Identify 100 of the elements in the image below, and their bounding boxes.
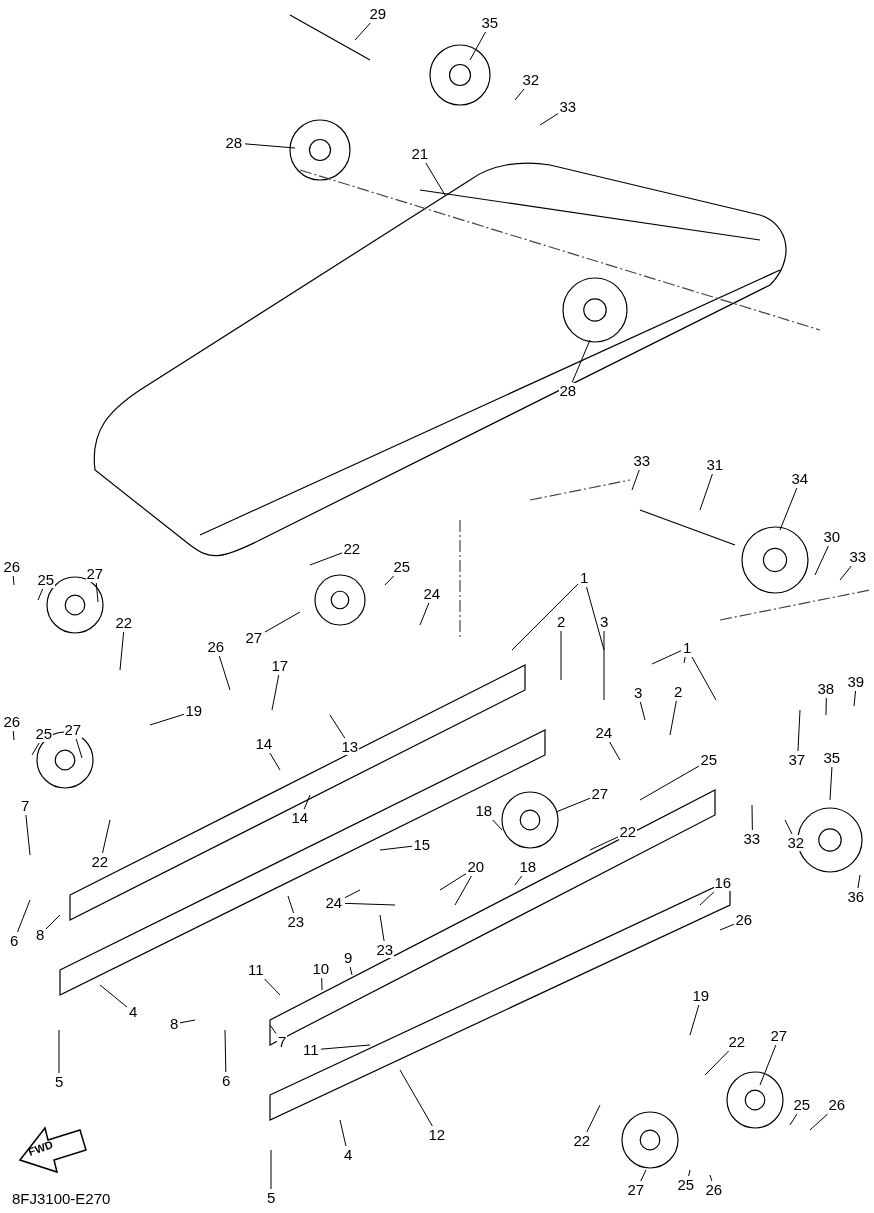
callout-number: 30 xyxy=(822,529,842,545)
callout-number: 27 xyxy=(626,1182,646,1198)
callout-number: 25 xyxy=(699,752,719,768)
callout-number: 22 xyxy=(90,854,110,870)
leader-line xyxy=(539,113,559,126)
leader-line xyxy=(719,923,735,931)
leader-line xyxy=(751,804,753,831)
callout-number: 4 xyxy=(128,1004,139,1020)
callout-number: 9 xyxy=(343,950,354,966)
leader-line xyxy=(829,766,833,801)
leader-line xyxy=(329,714,346,739)
callout-number: 16 xyxy=(713,875,733,891)
leader-line xyxy=(25,814,31,856)
callout-number: 37 xyxy=(787,752,807,768)
leader-line xyxy=(264,978,281,996)
leader-line xyxy=(639,765,700,801)
leader-line xyxy=(344,902,396,906)
leader-line xyxy=(12,730,15,741)
callout-number: 27 xyxy=(769,1028,789,1044)
leader-line xyxy=(31,742,40,756)
leader-line xyxy=(58,1029,60,1074)
leader-line xyxy=(354,22,371,41)
callout-number: 24 xyxy=(324,895,344,911)
leader-line xyxy=(321,977,323,991)
callout-number: 12 xyxy=(427,1127,447,1143)
callout-number: 32 xyxy=(521,72,541,88)
callout-number: 24 xyxy=(594,725,614,741)
callout-number: 1 xyxy=(682,640,693,656)
callout-number: 32 xyxy=(786,835,806,851)
leader-line xyxy=(344,889,361,899)
callout-number: 38 xyxy=(816,681,836,697)
leader-line xyxy=(809,1113,829,1131)
callout-number: 3 xyxy=(599,614,610,630)
fwd-label: FWD xyxy=(26,1138,55,1158)
leader-line xyxy=(571,339,591,383)
leader-line xyxy=(857,874,861,889)
callout-number: 27 xyxy=(244,630,264,646)
leader-line xyxy=(640,1169,647,1182)
leader-line xyxy=(270,1149,272,1190)
leader-line xyxy=(17,899,31,933)
callout-number: 5 xyxy=(266,1190,277,1206)
callout-number: 25 xyxy=(34,726,54,742)
part-code: 8FJ3100-E270 xyxy=(12,1190,111,1207)
leader-line xyxy=(45,914,61,930)
leader-line xyxy=(179,1019,196,1024)
leader-line xyxy=(224,1029,227,1073)
leader-line xyxy=(379,845,413,851)
leader-line xyxy=(797,709,801,752)
callout-number: 26 xyxy=(704,1182,724,1198)
leader-line xyxy=(269,752,281,771)
callout-number: 26 xyxy=(827,1097,847,1113)
callout-number: 6 xyxy=(9,933,20,949)
leader-line xyxy=(218,655,231,691)
leader-line xyxy=(589,836,619,851)
leader-line xyxy=(609,741,621,761)
leader-line xyxy=(639,701,646,721)
callout-number: 15 xyxy=(412,837,432,853)
callout-number: 22 xyxy=(114,615,134,631)
callout-number: 33 xyxy=(558,99,578,115)
leader-line xyxy=(839,565,852,581)
leader-line xyxy=(683,656,686,664)
leader-line xyxy=(784,819,793,835)
callout-number: 5 xyxy=(54,1074,65,1090)
leader-line xyxy=(379,914,385,942)
leader-line xyxy=(244,143,296,149)
leader-line xyxy=(853,690,857,707)
leader-line xyxy=(454,875,472,906)
callout-number: 20 xyxy=(466,859,486,875)
leader-line xyxy=(425,162,446,196)
callout-number: 35 xyxy=(480,15,500,31)
leader-line xyxy=(586,1104,601,1133)
leader-line xyxy=(75,738,83,759)
leader-line xyxy=(691,656,717,701)
callout-number: 25 xyxy=(392,559,412,575)
callout-number: 23 xyxy=(375,942,395,958)
callout-number: 34 xyxy=(790,471,810,487)
leader-line xyxy=(264,611,301,633)
leader-line xyxy=(119,631,125,671)
leader-line xyxy=(309,552,343,566)
leader-line xyxy=(149,713,185,726)
callout-number: 33 xyxy=(742,831,762,847)
leader-line xyxy=(669,700,677,736)
leader-line xyxy=(102,819,111,854)
leader-line xyxy=(688,1169,691,1177)
leader-line xyxy=(689,1004,700,1036)
callout-number: 25 xyxy=(792,1097,812,1113)
callout-number: 26 xyxy=(2,714,22,730)
callout-number: 19 xyxy=(691,988,711,1004)
callout-number: 35 xyxy=(822,750,842,766)
leader-line xyxy=(469,31,486,61)
callout-number: 29 xyxy=(368,6,388,22)
callout-number: 2 xyxy=(673,684,684,700)
callout-number: 23 xyxy=(286,914,306,930)
callout-number: 17 xyxy=(270,658,290,674)
callout-number: 33 xyxy=(848,549,868,565)
callout-number: 28 xyxy=(224,135,244,151)
leader-line xyxy=(699,473,713,511)
callout-number: 10 xyxy=(311,961,331,977)
leader-line xyxy=(514,88,525,101)
leader-line xyxy=(704,1050,730,1076)
